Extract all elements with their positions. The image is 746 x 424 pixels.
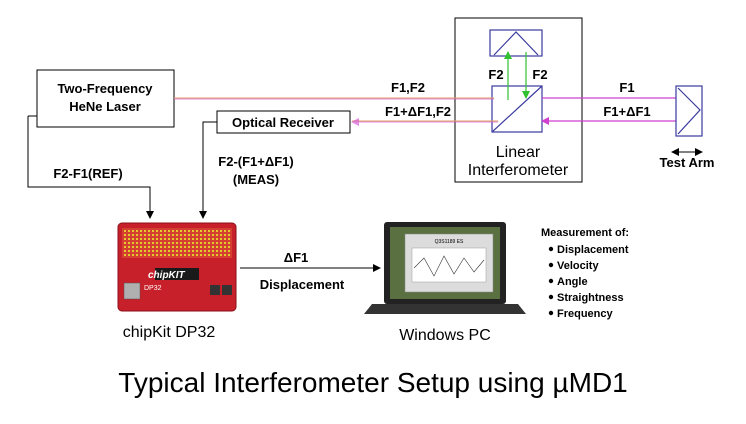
- f2-label-right: F2: [532, 67, 547, 82]
- beam-return-label: F1+ΔF1,F2: [385, 104, 451, 119]
- board-logo-text: chipKIT: [148, 270, 186, 281]
- test-return-label: F1+ΔF1: [603, 104, 650, 119]
- protoboard-dots: [124, 230, 230, 256]
- reset-button: [210, 285, 220, 295]
- interferometer-box: Linear Interferometer F2 F2: [454, 17, 583, 183]
- reference-retroreflector: [489, 29, 543, 57]
- laser-label-line1: Two-Frequency: [57, 81, 153, 96]
- f2-label-left: F2: [488, 67, 503, 82]
- beam-out-label: F1,F2: [391, 80, 425, 95]
- measurement-bullet: [548, 278, 554, 284]
- interferometer-label-line2: Interferometer: [468, 162, 569, 179]
- caption: Typical Interferometer Setup using µMD1: [118, 367, 627, 398]
- measurement-item: Velocity: [557, 260, 599, 272]
- link-label-bottom: Displacement: [260, 277, 345, 292]
- meas-signal-label-line1: F2-(F1+ΔF1): [218, 154, 293, 169]
- laptop: Q3S1189 ES: [364, 222, 526, 314]
- test-arm-label: Test Arm: [660, 155, 715, 170]
- test-out-label: F1: [619, 80, 634, 95]
- measurement-item: Displacement: [557, 244, 629, 256]
- meas-signal-label-line2: (MEAS): [233, 172, 279, 187]
- chipkit-label: chipKit DP32: [123, 324, 216, 341]
- measurement-bullet: [548, 262, 554, 268]
- measurement-bullet: [548, 310, 554, 316]
- chipkit-board: chipKIT DP32: [117, 222, 237, 312]
- usb-connector: [123, 282, 141, 300]
- optical-receiver-label: Optical Receiver: [232, 115, 334, 130]
- microcontroller-chip: [155, 268, 199, 280]
- interferometer-label-line1: Linear: [496, 144, 541, 161]
- user-button: [222, 285, 232, 295]
- measurement-item: Angle: [557, 276, 588, 288]
- laser-box: Two-Frequency HeNe Laser: [36, 69, 175, 128]
- laptop-base: [364, 304, 526, 314]
- measurement-bullet: [548, 246, 554, 252]
- test-arm-retroreflector: [675, 85, 703, 137]
- link-label-top: ΔF1: [284, 250, 309, 265]
- meas-signal-line: [199, 121, 217, 219]
- ref-signal-line: [27, 116, 154, 219]
- app-graph-trace: [413, 255, 485, 277]
- measurement-list: Measurement of: DisplacementVelocityAngl…: [541, 227, 629, 320]
- ref-signal-label: F2-F1(REF): [53, 166, 122, 181]
- measurement-heading: Measurement of:: [541, 227, 629, 239]
- app-window-title: Q3S1189 ES: [435, 239, 464, 245]
- measurement-item: Straightness: [557, 292, 624, 304]
- pc-label: Windows PC: [399, 327, 491, 344]
- optical-receiver-box: Optical Receiver: [216, 110, 351, 134]
- laser-label-line2: HeNe Laser: [69, 99, 141, 114]
- board-model-text: DP32: [144, 285, 162, 292]
- measurement-bullet: [548, 294, 554, 300]
- measurement-item: Frequency: [557, 308, 614, 320]
